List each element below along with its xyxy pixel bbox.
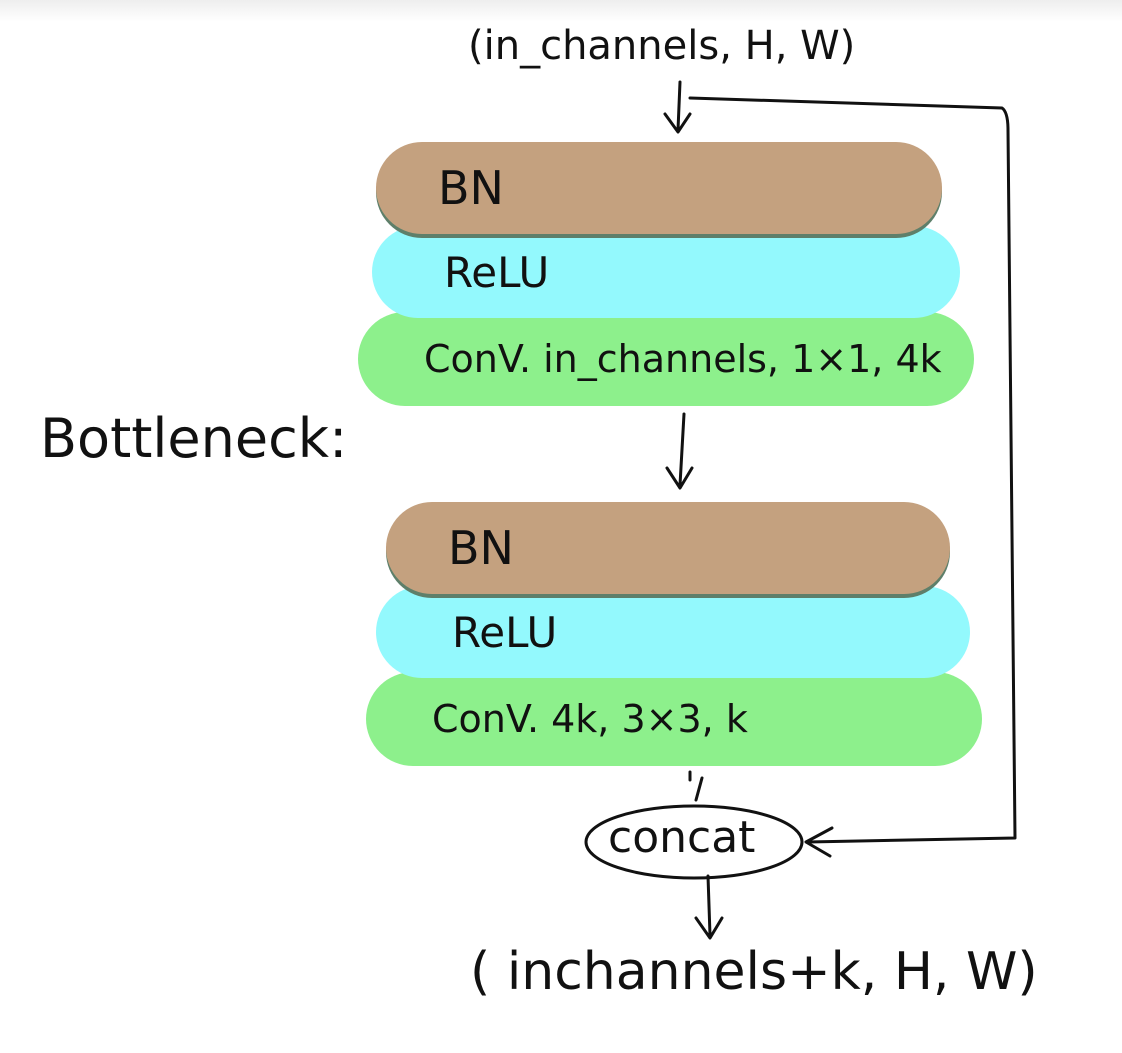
arrow-input-to-block-1 <box>663 80 692 134</box>
block-1-bn-layer: BN <box>376 142 942 234</box>
concat-label: concat <box>608 812 756 863</box>
output-shape-label: ( inchannels+k, H, W) <box>470 942 1038 1002</box>
block-1-conv-label: ConV. in_channels, 1×1, 4k <box>424 337 942 381</box>
block-1-bn-label: BN <box>438 161 504 215</box>
arrow-block-1-to-block-2 <box>665 412 694 490</box>
block-2-bn-label: BN <box>448 521 514 575</box>
block-1-conv-layer: ConV. in_channels, 1×1, 4k <box>358 312 974 406</box>
skip-connection-arrowhead <box>804 826 834 858</box>
concat-oval <box>584 804 804 880</box>
bottleneck-label: Bottleneck: <box>40 407 348 470</box>
block-2-relu-label: ReLU <box>452 607 558 657</box>
block-2-conv-label: ConV. 4k, 3×3, k <box>432 697 748 741</box>
block-2-bn-layer: BN <box>386 502 950 594</box>
block-1-relu-label: ReLU <box>444 247 550 297</box>
arrow-concat-to-output <box>694 874 724 940</box>
block-2-conv-layer: ConV. 4k, 3×3, k <box>366 672 982 766</box>
block-2-relu-layer: ReLU <box>376 586 970 678</box>
arrow-block-2-to-concat <box>688 770 704 802</box>
top-edge-shading <box>0 0 1122 22</box>
block-1-relu-layer: ReLU <box>372 226 960 318</box>
skip-connection-line <box>688 96 1017 844</box>
input-shape-label: (in_channels, H, W) <box>468 23 856 69</box>
